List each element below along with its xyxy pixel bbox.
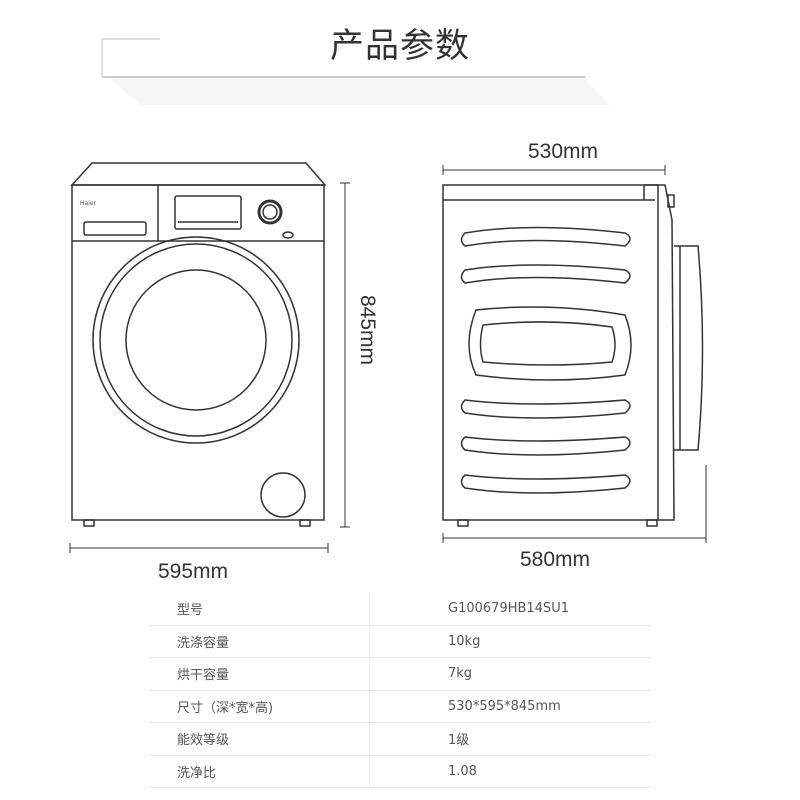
spec-label: 型号 bbox=[150, 593, 370, 625]
table-row: 尺寸（深*宽*高) 530*595*845mm bbox=[150, 690, 650, 723]
dimension-lines bbox=[69, 165, 707, 553]
side-view bbox=[442, 184, 704, 527]
height-label: 845mm bbox=[356, 294, 380, 366]
depth-bottom-label: 580mm bbox=[520, 548, 591, 571]
front-view: Haier bbox=[70, 162, 327, 527]
table-row: 能效等级 1级 bbox=[150, 723, 650, 756]
spec-value: 1级 bbox=[448, 733, 470, 749]
width-label: 595mm bbox=[158, 560, 229, 583]
spec-value: 530*595*845mm bbox=[448, 698, 561, 714]
spec-value: 1.08 bbox=[448, 763, 477, 779]
page-title: 产品参数 bbox=[330, 26, 470, 66]
spec-table: 型号 G100679HB14SU1 洗涤容量 10kg 烘干容量 7kg 尺寸（深*宽… bbox=[150, 593, 650, 788]
spec-label: 烘干容量 bbox=[150, 658, 370, 690]
table-row: 洗净比 1.08 bbox=[150, 755, 650, 788]
spec-label: 洗涤容量 bbox=[150, 625, 370, 657]
spec-label: 能效等级 bbox=[150, 723, 370, 755]
table-row: 烘干容量 7kg bbox=[150, 658, 650, 691]
spec-value: 10kg bbox=[448, 633, 481, 649]
spec-value: G100679HB14SU1 bbox=[448, 601, 569, 617]
table-row: 型号 G100679HB14SU1 bbox=[150, 593, 650, 626]
depth-top-label: 530mm bbox=[528, 140, 599, 163]
spec-value: 7kg bbox=[448, 666, 473, 682]
spec-label: 洗净比 bbox=[150, 755, 370, 787]
table-row: 洗涤容量 10kg bbox=[150, 625, 650, 658]
brand-logo: Haier bbox=[80, 200, 97, 207]
spec-label: 尺寸（深*宽*高) bbox=[150, 690, 370, 722]
header-frame bbox=[101, 38, 585, 78]
